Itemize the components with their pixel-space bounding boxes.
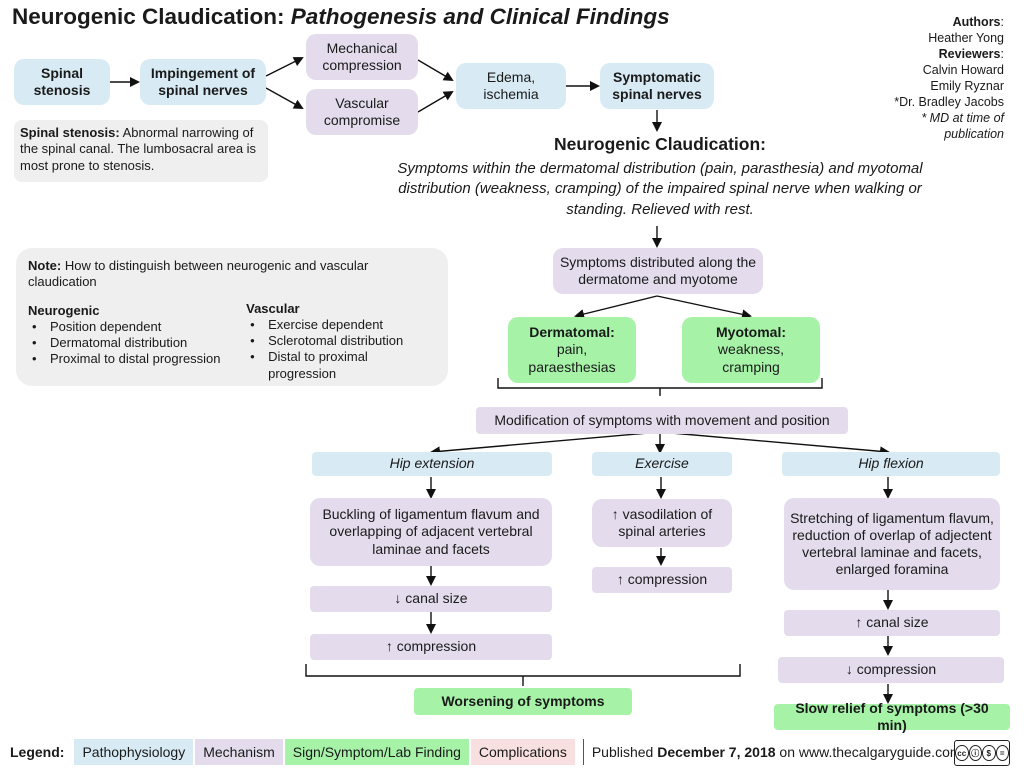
myotomal-box: Myotomal: weakness, cramping — [682, 317, 820, 383]
reviewers-label: Reviewers — [938, 47, 1001, 61]
by-badge-icon: ⓘ — [968, 745, 982, 761]
neurogenic-title: Neurogenic — [28, 302, 100, 318]
reviewer-name: Emily Ryznar — [930, 79, 1004, 93]
note-box: Note: How to distinguish between neuroge… — [16, 248, 448, 386]
legend-divider — [582, 739, 584, 765]
exercise-box: Exercise — [592, 452, 732, 476]
neurogenic-item: Dermatomal distribution — [28, 335, 246, 352]
hip-flexion-canal-label: ↑ canal size — [855, 614, 929, 631]
stretching-label: Stretching of ligamentum flavum, reducti… — [790, 509, 994, 578]
cc-license-icon[interactable]: cc ⓘ $ = — [954, 740, 1010, 766]
symptomatic-nerves-label: Symptomatic spinal nerves — [612, 68, 702, 102]
worsening-box: Worsening of symptoms — [414, 688, 632, 715]
modification-box: Modification of symptoms with movement a… — [476, 407, 848, 434]
neurogenic-description: Symptoms within the dermatomal distribut… — [397, 160, 923, 218]
spinal-stenosis-box: Spinal stenosis — [14, 59, 110, 105]
published-date: December 7, 2018 — [657, 744, 776, 760]
stenosis-definition: Spinal stenosis: Abnormal narrowing of t… — [14, 120, 268, 182]
neurogenic-item: Proximal to distal progression — [28, 351, 246, 368]
legend-pathophysiology: Pathophysiology — [74, 739, 194, 765]
modification-label: Modification of symptoms with movement a… — [494, 411, 830, 428]
page-title: Neurogenic Claudication: Pathogenesis an… — [12, 4, 670, 30]
exercise-compression-label: ↑ compression — [616, 571, 708, 588]
legend-mechanism: Mechanism — [195, 739, 283, 765]
legend-sign-symptom: Sign/Symptom/Lab Finding — [284, 739, 469, 765]
author-name: Heather Yong — [928, 31, 1004, 45]
hip-extension-compression-box: ↑ compression — [310, 634, 552, 660]
worsening-label: Worsening of symptoms — [441, 692, 605, 709]
vascular-item: Distal to proximal progression — [246, 349, 436, 382]
impingement-label: Impingement of spinal nerves — [150, 64, 256, 98]
dermatomal-text: pain, paraesthesias — [528, 341, 616, 375]
vascular-compromise-box: Vascular compromise — [306, 89, 418, 135]
hip-flexion-canal-box: ↑ canal size — [784, 610, 1000, 636]
hip-extension-canal-box: ↓ canal size — [310, 586, 552, 612]
title-sub: Pathogenesis and Clinical Findings — [290, 4, 670, 29]
neurogenic-heading: Neurogenic Claudication: — [554, 134, 766, 154]
hip-extension-compression-label: ↑ compression — [385, 638, 477, 655]
nc-badge-icon: $ — [982, 745, 996, 761]
buckling-label: Buckling of ligamentum flavum and overla… — [322, 506, 540, 557]
exercise-label: Exercise — [635, 455, 689, 472]
exercise-compression-box: ↑ compression — [592, 567, 732, 593]
reviewer-name: *Dr. Bradley Jacobs — [894, 95, 1004, 109]
dermatomal-box: Dermatomal: pain, paraesthesias — [508, 317, 636, 383]
symptomatic-nerves-box: Symptomatic spinal nerves — [600, 63, 714, 109]
legend-label: Legend: — [10, 744, 65, 760]
note-label: Note: — [28, 258, 62, 273]
edema-ischemia-box: Edema, ischemia — [456, 63, 566, 109]
vascular-item: Exercise dependent — [246, 317, 436, 334]
published-prefix: Published — [591, 744, 654, 760]
authors-block: Authors: Heather Yong Reviewers: Calvin … — [892, 14, 1004, 142]
edema-ischemia-label: Edema, ischemia — [483, 68, 539, 102]
definition-label: Spinal stenosis: — [20, 125, 120, 140]
vascular-compromise-label: Vascular compromise — [323, 94, 401, 128]
symptoms-distributed-box: Symptoms distributed along the dermatome… — [553, 248, 763, 294]
vascular-column: Vascular Exercise dependent Sclerotomal … — [246, 301, 436, 382]
published-suffix[interactable]: on www.thecalgaryguide.com — [779, 744, 962, 760]
legend-bar: Legend: Pathophysiology Mechanism Sign/S… — [0, 738, 962, 766]
reviewer-name: Calvin Howard — [922, 63, 1004, 77]
definition-text: Abnormal narrowing of the spinal canal. … — [20, 125, 257, 173]
hip-extension-canal-label: ↓ canal size — [394, 590, 468, 607]
authors-label: Authors — [952, 15, 1001, 29]
relief-label: Slow relief of symptoms (>30 min) — [795, 699, 989, 733]
cc-badge-icon: cc — [955, 745, 969, 761]
note-text: How to distinguish between neurogenic an… — [28, 258, 369, 290]
vasodilation-box: ↑ vasodilation of spinal arteries — [592, 499, 732, 547]
published-info: Published December 7, 2018 on www.thecal… — [592, 744, 962, 760]
relief-box: Slow relief of symptoms (>30 min) — [774, 700, 1010, 733]
mechanical-compression-label: Mechanical compression — [322, 39, 402, 73]
mechanical-compression-box: Mechanical compression — [306, 34, 418, 80]
vascular-item: Sclerotomal distribution — [246, 333, 436, 350]
neurogenic-item: Position dependent — [28, 319, 246, 336]
hip-flexion-box: Hip flexion — [782, 452, 1000, 476]
sa-badge-icon: = — [995, 745, 1009, 761]
symptoms-distributed-label: Symptoms distributed along the dermatome… — [559, 253, 757, 287]
impingement-box: Impingement of spinal nerves — [140, 59, 266, 105]
legend-complications: Complications — [470, 739, 575, 765]
authors-footnote: * MD at time of publication — [921, 111, 1004, 141]
myotomal-title: Myotomal: — [716, 324, 786, 341]
spinal-stenosis-label: Spinal stenosis — [33, 64, 91, 98]
hip-flexion-compression-box: ↓ compression — [778, 657, 1004, 683]
stretching-box: Stretching of ligamentum flavum, reducti… — [784, 498, 1000, 590]
hip-extension-box: Hip extension — [312, 452, 552, 476]
title-main: Neurogenic Claudication: — [12, 4, 285, 29]
hip-flexion-compression-label: ↓ compression — [845, 661, 937, 678]
hip-extension-label: Hip extension — [389, 455, 475, 472]
buckling-box: Buckling of ligamentum flavum and overla… — [310, 498, 552, 566]
myotomal-text: weakness, cramping — [717, 341, 785, 375]
hip-flexion-label: Hip flexion — [858, 455, 924, 472]
dermatomal-title: Dermatomal: — [529, 324, 615, 341]
vascular-title: Vascular — [246, 300, 300, 316]
neurogenic-column: Neurogenic Position dependent Dermatomal… — [28, 303, 246, 382]
vasodilation-label: ↑ vasodilation of spinal arteries — [611, 505, 713, 539]
